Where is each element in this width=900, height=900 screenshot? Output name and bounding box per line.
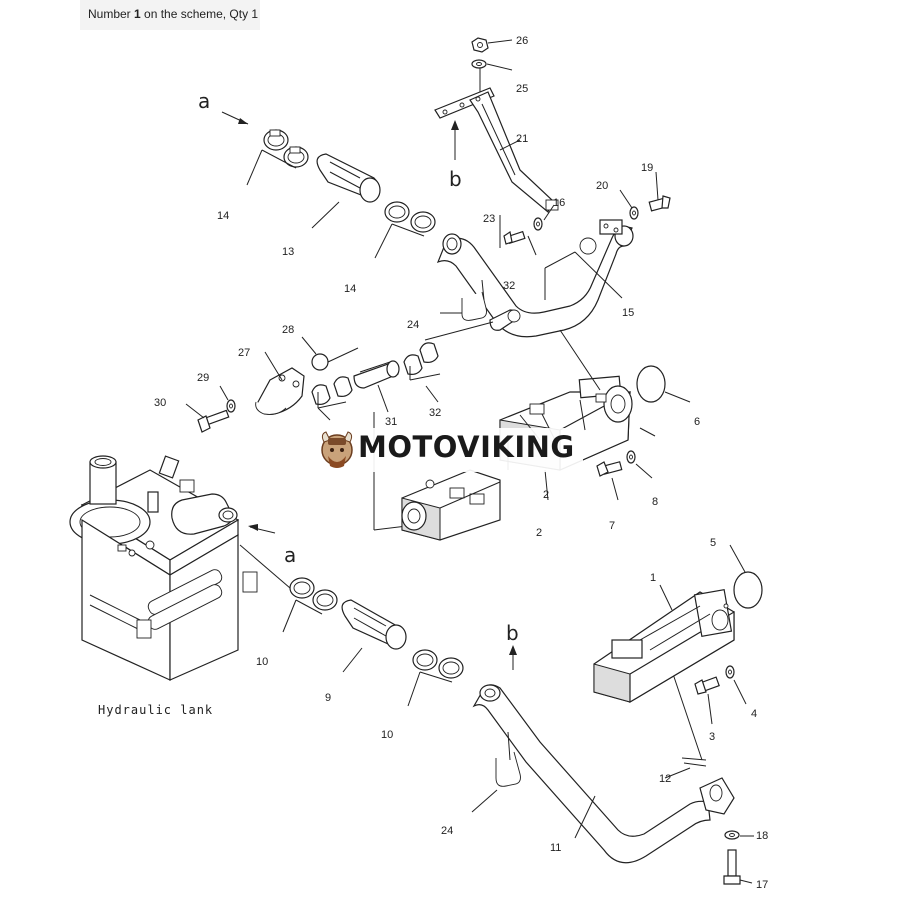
part-label-2-upper: 2 <box>543 489 549 501</box>
nut-26 <box>471 37 489 53</box>
part-label-32-lower: 32 <box>429 407 441 419</box>
o-ring-5 <box>733 571 763 609</box>
part-label-24-upper: 24 <box>407 319 419 331</box>
oil-cooler-1 <box>593 589 735 704</box>
part-label-10-left: 10 <box>256 656 268 668</box>
hose-13 <box>316 153 381 203</box>
part-label-17: 17 <box>756 879 768 891</box>
bracket-21 <box>434 87 559 214</box>
watermark-text: MOTOVIKING <box>358 430 575 464</box>
bolt-17 <box>723 849 741 885</box>
part-label-27: 27 <box>238 347 250 359</box>
direction-a-tank: a <box>284 543 296 567</box>
part-label-1: 1 <box>650 572 656 584</box>
hose-clamp-pair-top <box>246 129 309 186</box>
part-label-30: 30 <box>154 397 166 409</box>
hose-clamp-pair-lower-left <box>282 577 338 633</box>
bolt-19 <box>648 195 671 212</box>
part-label-14-right: 14 <box>344 283 356 295</box>
washer-18 <box>724 830 740 840</box>
part-label-23: 23 <box>483 213 495 225</box>
part-label-26: 26 <box>516 35 528 47</box>
washer-29 <box>226 399 236 413</box>
hose-clamp-pair-mid-left <box>311 376 353 421</box>
washer-8 <box>626 450 636 464</box>
clip-32-on-pipe <box>489 309 521 331</box>
hose-9 <box>341 599 407 650</box>
u-bolt-24-lower <box>495 731 521 787</box>
u-bolt-24-upper <box>461 279 487 321</box>
hydraulic-tank-label: Hydraulic lank <box>98 703 213 717</box>
bolt-7 <box>596 461 623 477</box>
viking-logo-icon <box>321 431 353 468</box>
o-ring-28 <box>311 353 329 371</box>
part-label-5: 5 <box>710 537 716 549</box>
part-label-3: 3 <box>709 731 715 743</box>
direction-b-bracket: b <box>449 167 462 191</box>
washer-4 <box>725 665 735 679</box>
part-label-2-lower: 2 <box>536 527 542 539</box>
bolt-3 <box>694 676 720 695</box>
part-label-11: 11 <box>550 842 561 854</box>
caption-number: 1 <box>134 7 141 21</box>
part-label-9: 9 <box>325 692 331 704</box>
part-label-24-lower: 24 <box>441 825 453 837</box>
part-label-13: 13 <box>282 246 294 258</box>
caption-prefix: Number <box>88 7 135 21</box>
part-label-4: 4 <box>751 708 757 720</box>
hydraulic-pump-2-lower-view <box>401 469 501 541</box>
caption-suffix: on the scheme, Qty 1 <box>140 7 259 21</box>
part-label-29: 29 <box>197 372 209 384</box>
washer-25 <box>471 59 487 69</box>
part-label-28: 28 <box>282 324 294 336</box>
o-ring-on-pipe-15 <box>579 237 597 255</box>
part-label-18: 18 <box>756 830 768 842</box>
pipe-11 <box>472 684 735 864</box>
diagram-caption: Number 1 on the scheme, Qty 1 <box>88 7 258 21</box>
part-label-14-left: 14 <box>217 210 229 222</box>
part-label-15: 15 <box>622 307 634 319</box>
direction-b-pipe: b <box>506 621 519 645</box>
part-label-6: 6 <box>694 416 700 428</box>
hose-31 <box>353 360 400 389</box>
part-label-21: 21 <box>516 133 528 145</box>
part-label-10-right: 10 <box>381 729 393 741</box>
watermark-background <box>313 428 583 472</box>
washer-20 <box>629 206 639 220</box>
part-label-32-upper: 32 <box>503 280 515 292</box>
bolt-23 <box>503 230 526 245</box>
part-number-labels: 1 2 2 3 4 5 6 7 8 9 10 10 11 12 13 14 14… <box>154 35 768 891</box>
hose-clamp-pair-mid-right <box>403 342 441 403</box>
hydraulic-tank <box>69 455 258 681</box>
part-label-8: 8 <box>652 496 658 508</box>
hose-clamp-pair-lower-right <box>407 649 464 707</box>
part-label-31: 31 <box>385 416 397 428</box>
part-label-16: 16 <box>553 197 565 209</box>
part-label-25: 25 <box>516 83 528 95</box>
washer-16 <box>533 217 543 231</box>
o-ring-6 <box>636 365 666 403</box>
part-label-20: 20 <box>596 180 608 192</box>
part-label-19: 19 <box>641 162 653 174</box>
elbow-27 <box>255 367 305 415</box>
bolt-30 <box>197 409 230 433</box>
part-label-12: 12 <box>659 773 671 785</box>
part-label-7: 7 <box>609 520 615 532</box>
direction-a-top: a <box>198 89 210 113</box>
caption-background <box>80 0 260 30</box>
hose-clamp-pair-upper-mid <box>374 201 436 259</box>
